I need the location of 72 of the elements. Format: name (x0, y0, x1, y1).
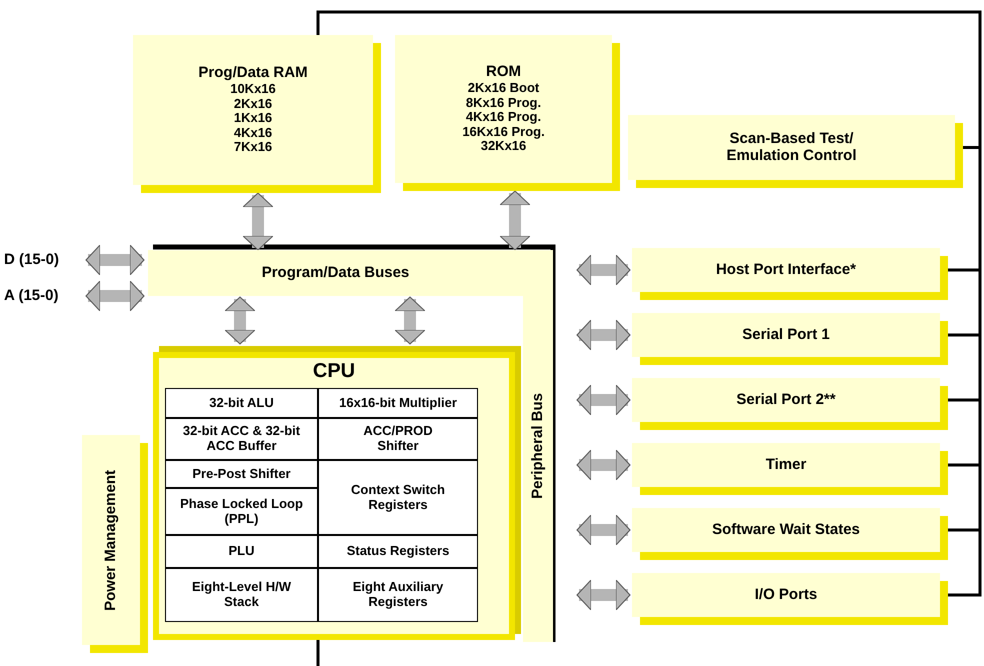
register-cell (165, 388, 318, 418)
block-text: Power Management (102, 470, 120, 610)
block-title: CPU (312, 360, 356, 382)
block-text: A (15-0) (4, 288, 58, 304)
block-text: 8Kx16 Prog. (466, 96, 542, 110)
register-cell (165, 460, 318, 488)
double-arrow (576, 384, 630, 416)
block-text: D (15-0) (4, 252, 60, 268)
block-text: Host Port Interface* (716, 262, 856, 278)
block-text: 32-bit ALU (209, 396, 274, 410)
power-block (82, 435, 140, 645)
double-arrow (86, 244, 144, 276)
double-arrow (394, 296, 426, 344)
bus-line (316, 640, 320, 666)
block-text: Software Wait States (712, 522, 860, 538)
peripheral-block (632, 573, 940, 617)
bus-band (523, 250, 553, 642)
peripheral-block (632, 443, 940, 487)
register-cell (165, 535, 318, 568)
block-text: Timer (766, 456, 806, 474)
block-text: 7Kx16 (234, 140, 272, 155)
block-text: 10Kx16 (230, 82, 276, 97)
double-arrow (576, 254, 630, 286)
bus-band (148, 250, 523, 296)
register-cell (318, 418, 478, 460)
block-text: 32-bit ACC & 32-bit ACC Buffer (182, 424, 302, 454)
block-text: Scan-Based Test/ Emulation Control (726, 130, 858, 164)
block-text: Context Switch Registers (350, 482, 446, 512)
double-arrow (224, 296, 256, 344)
register-cell (165, 568, 318, 622)
block-text: 1Kx16 (234, 111, 272, 126)
peripheral-block (632, 508, 940, 552)
block-text: Serial Port 2** (736, 392, 836, 408)
block-text: Pre-Post Shifter (192, 466, 291, 482)
memory-block (133, 35, 373, 185)
peripheral-block (632, 378, 940, 422)
register-cell (165, 488, 318, 535)
peripheral-block (628, 115, 955, 180)
double-arrow (500, 190, 530, 250)
double-arrow (576, 514, 630, 546)
block-text: PLU (228, 544, 254, 559)
block-text: 4Kx16 Prog. (466, 110, 542, 125)
register-cell (318, 460, 478, 535)
register-cell (318, 568, 478, 622)
register-cell (318, 388, 478, 418)
block-text: I/O Ports (754, 586, 818, 604)
block-text: Eight Auxiliary Registers (352, 580, 444, 610)
block-text: 4Kx16 (234, 126, 272, 140)
block-text: Phase Locked Loop (PPL) (179, 496, 304, 526)
block-text: Status Registers (346, 544, 450, 559)
block-text: Serial Port 1 (742, 326, 830, 344)
block-text: Eight-Level H/W Stack (191, 580, 292, 610)
double-arrow (576, 320, 630, 350)
block-text: 2Kx16 Boot (468, 81, 540, 96)
peripheral-block (632, 248, 940, 292)
register-cell (165, 418, 318, 460)
double-arrow (242, 192, 274, 250)
block-text: 16Kx16 Prog. (462, 124, 545, 140)
block-text: Program/Data Buses (262, 264, 410, 282)
block-title: ROM (486, 64, 521, 82)
double-arrow (86, 280, 144, 312)
double-arrow (576, 450, 630, 480)
peripheral-block (632, 313, 940, 357)
memory-block (395, 35, 612, 183)
block-text: 32Kx16 (480, 139, 526, 154)
block-text: ACC/PROD Shifter (362, 424, 434, 454)
block-text: Peripheral Bus (530, 393, 546, 499)
block-title: Prog/Data RAM (198, 65, 308, 82)
block-text: 16x16-bit Multiplier (339, 396, 457, 410)
register-cell (318, 535, 478, 568)
double-arrow (576, 580, 630, 610)
block-text: 2Kx16 (234, 96, 272, 112)
